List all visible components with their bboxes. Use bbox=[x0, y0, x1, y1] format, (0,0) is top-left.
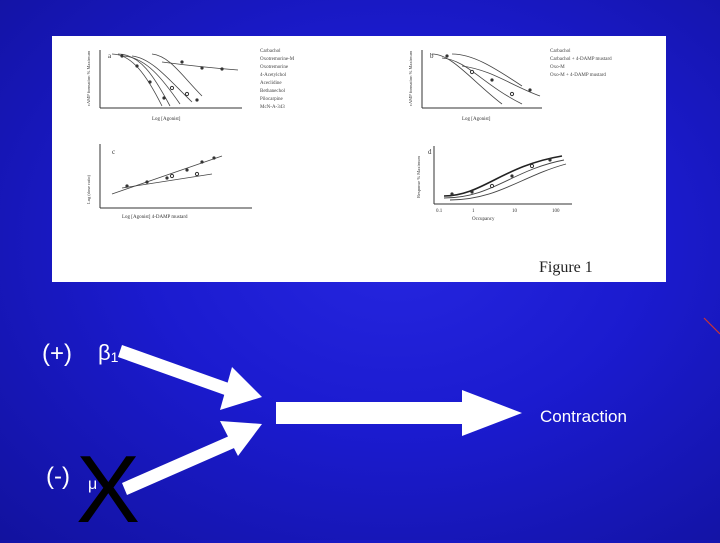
panel-a-letter: a bbox=[108, 52, 112, 60]
panel-a-legend-item: Oxotremorine-M bbox=[260, 57, 295, 62]
panel-b-xlabel: Log [Agonist] bbox=[462, 117, 491, 122]
arrow-beta1 bbox=[118, 345, 262, 410]
panel-a-legend-item: Bethanechol bbox=[260, 89, 286, 94]
beta-subscript: 1 bbox=[110, 349, 119, 365]
panel-d-ylabel: Response % Maximum bbox=[416, 156, 421, 198]
panel-b-legend-item: Oxo-M + 4-DAMP mustard bbox=[550, 73, 606, 78]
panel-a-legend-item: Carbachol bbox=[260, 49, 281, 54]
panel-a-legend-item: McN-A-343 bbox=[260, 105, 285, 110]
panel-a-legend-item: Oxotremorine bbox=[260, 65, 289, 70]
panel-b-legend: Carbachol Carbachol + 4-DAMP mustard Oxo… bbox=[550, 49, 612, 78]
panel-d-plot: d 0.1 1 10 100 Occupancy Response % Maxi… bbox=[416, 146, 572, 222]
panel-d-tick: 1 bbox=[472, 209, 475, 214]
panel-d-tick: 100 bbox=[552, 209, 560, 214]
panel-d-tick: 10 bbox=[512, 209, 518, 214]
panel-d-xlabel: Occupancy bbox=[472, 217, 495, 222]
contraction-label: Contraction bbox=[540, 407, 627, 426]
panel-b-legend-item: Carbachol + 4-DAMP mustard bbox=[550, 57, 612, 62]
panel-a-legend-item: Pilocarpine bbox=[260, 97, 284, 102]
panel-b-legend-item: Carbachol bbox=[550, 49, 571, 54]
panel-b-letter: b bbox=[430, 52, 434, 60]
x-cross-mark: X bbox=[76, 436, 141, 543]
edge-mark bbox=[703, 317, 720, 335]
panel-a-legend-item: 4-Acetylchol bbox=[260, 73, 287, 78]
negative-sign-label: (-) bbox=[46, 463, 70, 490]
beta-symbol: β bbox=[98, 340, 111, 365]
arrow-contraction bbox=[276, 390, 522, 436]
positive-sign-label: (+) bbox=[42, 340, 72, 367]
panel-c-xlabel: Log [Agonist] 4-DAMP mustard bbox=[122, 215, 188, 220]
figure-caption: Figure 1 bbox=[539, 259, 593, 276]
beta1-label: β1 bbox=[98, 340, 118, 366]
panel-a-legend: Carbachol Oxotremorine-M Oxotremorine 4-… bbox=[260, 49, 295, 110]
panel-c-letter: c bbox=[112, 148, 115, 156]
panel-a-legend-item: Aceclidine bbox=[260, 81, 282, 86]
panel-d-letter: d bbox=[428, 148, 432, 156]
panel-b-plot: b Log [Agonist] cAMP formation % Maximum bbox=[408, 50, 542, 122]
panel-d-tick: 0.1 bbox=[436, 209, 443, 214]
panel-c-ylabel: Log (dose ratio) bbox=[86, 175, 91, 204]
panel-a-plot: a Log [Agonist] cAMP formation % Maximum bbox=[86, 50, 242, 122]
panel-b-ylabel: cAMP formation % Maximum bbox=[408, 50, 413, 106]
panel-a-xlabel: Log [Agonist] bbox=[152, 117, 181, 122]
figure-image: a Log [Agonist] cAMP formation % Maximum… bbox=[52, 36, 666, 282]
panel-a-ylabel: cAMP formation % Maximum bbox=[86, 50, 91, 106]
mu-label: μ bbox=[88, 476, 98, 493]
panel-b-legend-item: Oxo-M bbox=[550, 65, 565, 70]
panel-c-plot: c Log [Agonist] 4-DAMP mustard Log (dose… bbox=[86, 144, 252, 220]
arrow-mu bbox=[122, 421, 262, 495]
